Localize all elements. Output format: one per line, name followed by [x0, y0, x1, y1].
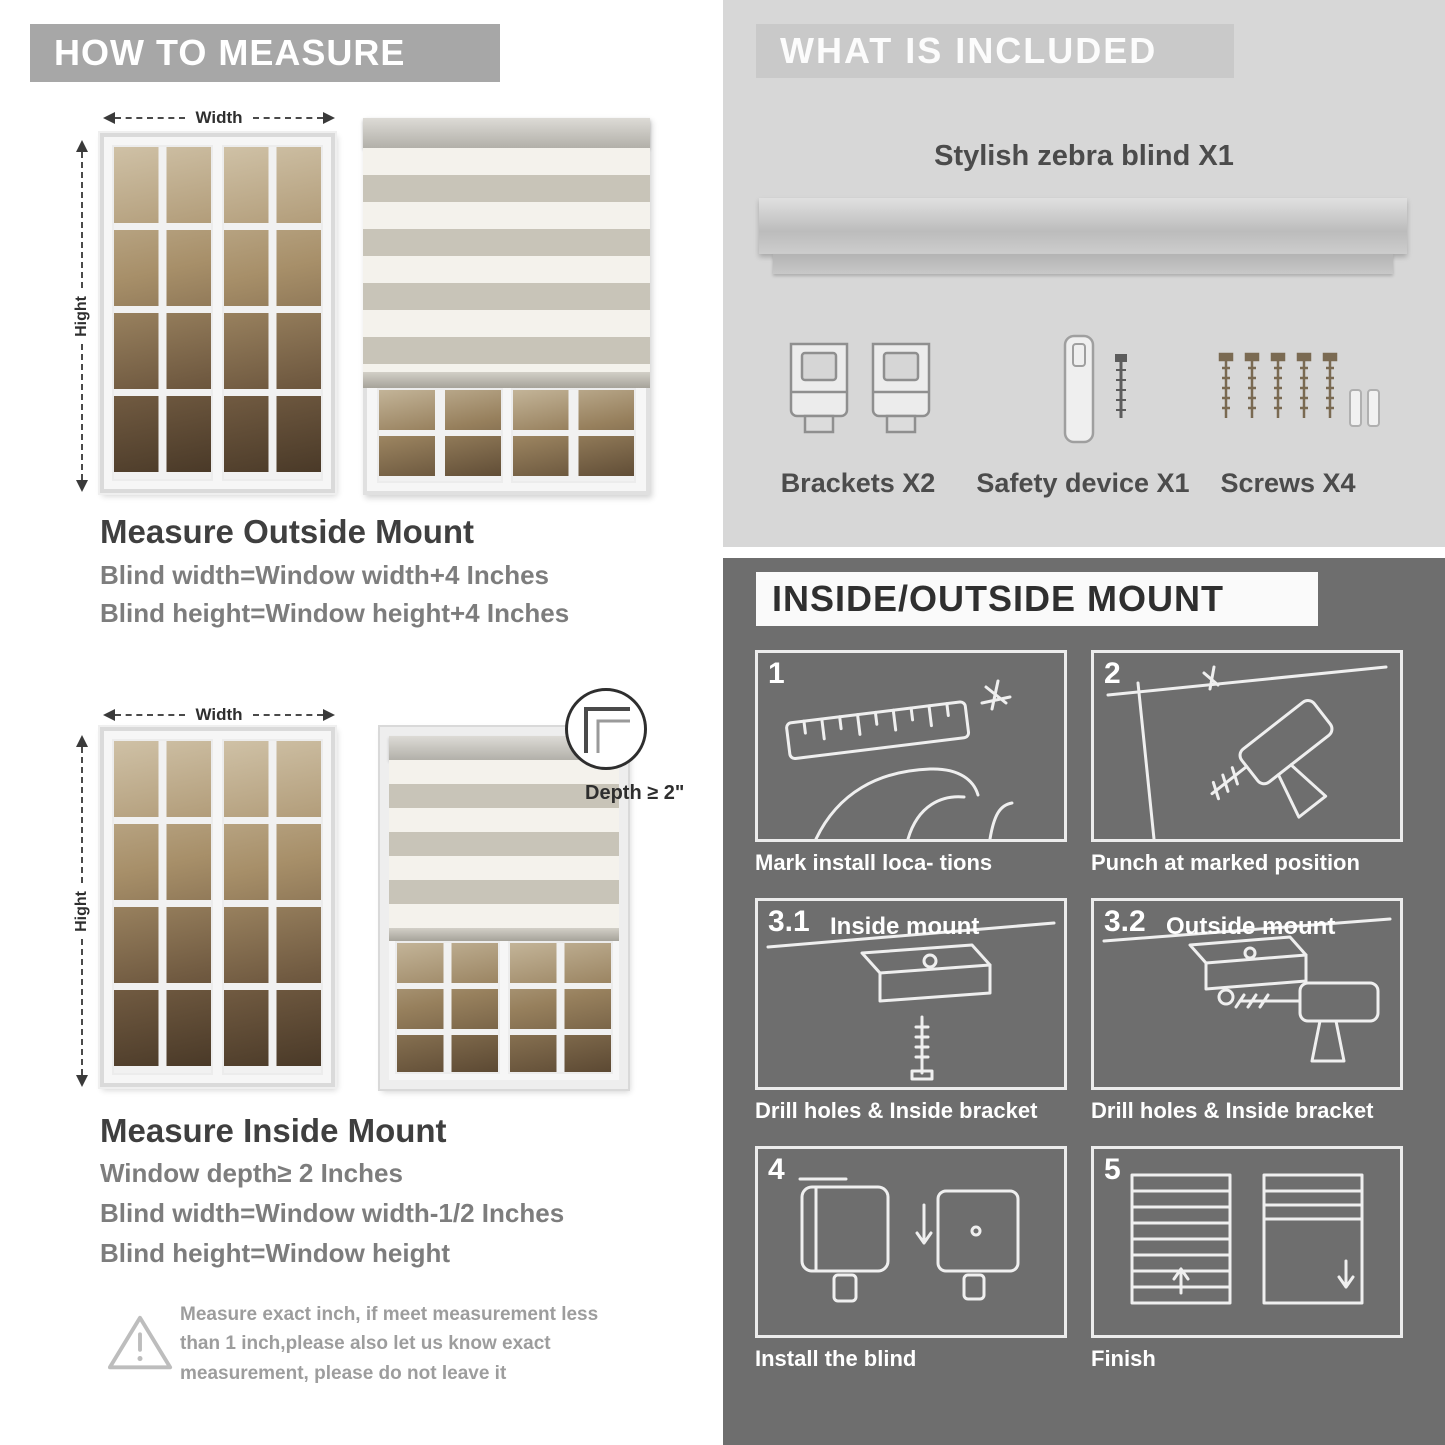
measure-warning-text: Measure exact inch, if meet measurement …	[180, 1304, 599, 1384]
window-below-blind	[389, 941, 619, 1080]
width-label: Width	[195, 705, 243, 724]
step-4-illustration	[798, 1177, 1020, 1303]
arrow-left-icon	[103, 709, 115, 721]
step-number: 2	[1104, 657, 1121, 690]
outside-formula-height: Blind height=Window height+4 Inches	[100, 598, 570, 628]
window-corner-icon	[584, 707, 630, 753]
arrow-right-icon	[323, 112, 335, 124]
step-3-1-illustration	[766, 921, 1056, 1081]
height-label: Hight	[73, 890, 90, 932]
brackets-label: Brackets X2	[780, 468, 936, 498]
step-3-2-caption: Drill holes & Inside bracket	[1091, 1098, 1374, 1123]
window-panel	[222, 145, 323, 481]
blind-headrail-image	[759, 198, 1407, 274]
what-is-included-header: WHAT IS INCLUDED	[756, 24, 1234, 78]
outside-height-arrow: Hight	[73, 140, 90, 492]
step-4-caption: Install the blind	[755, 1346, 917, 1371]
step-3-1-caption: Drill holes & Inside bracket	[755, 1098, 1038, 1123]
window-panel	[222, 739, 323, 1075]
step-mount-type-label: Outside mount	[1166, 913, 1336, 940]
blind-stripes	[363, 148, 650, 372]
screws-icon	[1218, 352, 1380, 427]
stylish-zebra-blind-label: Stylish zebra blind X1	[934, 140, 1234, 172]
window-panel	[112, 739, 213, 1075]
zebra-blind-outside-mount	[363, 118, 650, 495]
depth-detail-circle	[565, 688, 647, 770]
blind-stripes	[389, 760, 619, 928]
arrow-up-icon	[76, 140, 88, 152]
step-3-2-box: 3.2 Outside mount	[1091, 898, 1403, 1090]
what-is-included-panel: WHAT IS INCLUDED Stylish zebra blind X1	[723, 0, 1445, 547]
arrow-up-icon	[76, 735, 88, 747]
inside-outside-mount-header: INSIDE/OUTSIDE MOUNT	[756, 572, 1318, 626]
safety-device-icon	[1063, 334, 1127, 444]
inside-width-arrow: Width	[103, 705, 335, 725]
inside-formula-width: Blind width=Window width-1/2 Inches	[100, 1198, 565, 1228]
inside-outside-mount-panel: INSIDE/OUTSIDE MOUNT 1 Mark install loca…	[723, 558, 1445, 1445]
window-panel	[112, 145, 213, 481]
step-1-illustration	[785, 679, 1014, 839]
blind-headrail-lip	[773, 254, 1393, 274]
step-1-caption: Mark install loca- tions	[755, 850, 993, 875]
arrow-down-icon	[76, 480, 88, 492]
step-number: 3.1	[768, 905, 810, 938]
depth-label: Depth ≥ 2"	[585, 782, 685, 804]
brackets-icon	[789, 342, 931, 434]
blind-bottom-rail	[363, 372, 650, 388]
step-5-box: 5	[1091, 1146, 1403, 1338]
step-3-2-illustration	[1102, 917, 1392, 1063]
step-number: 5	[1104, 1153, 1121, 1186]
window-below-blind	[363, 388, 650, 495]
window-illustration-inside	[100, 727, 335, 1087]
outside-width-arrow: Width	[103, 108, 335, 128]
arrow-right-icon	[323, 709, 335, 721]
screws-label: Screws X4	[1220, 468, 1356, 498]
width-label: Width	[195, 108, 243, 127]
step-2-illustration	[1106, 665, 1388, 839]
blind-cassette	[363, 118, 650, 148]
zebra-blind-inside-mount	[380, 727, 628, 1089]
safety-device-label: Safety device X1	[976, 468, 1190, 498]
step-number: 3.2	[1104, 905, 1146, 938]
step-5-caption: Finish	[1091, 1346, 1156, 1371]
step-2-caption: Punch at marked position	[1091, 850, 1360, 875]
warning-icon	[107, 1315, 173, 1370]
arrow-left-icon	[103, 112, 115, 124]
outside-mount-title: Measure Outside Mount	[100, 513, 475, 550]
step-3-1-box: 3.1 Inside mount	[755, 898, 1067, 1090]
height-label: Hight	[73, 295, 90, 337]
outside-formula-width: Blind width=Window width+4 Inches	[100, 560, 549, 590]
step-number: 4	[768, 1153, 785, 1186]
step-1-box: 1	[755, 650, 1067, 842]
step-5-illustration	[1130, 1173, 1364, 1305]
inside-height-arrow: Hight	[73, 735, 90, 1087]
step-number: 1	[768, 657, 785, 690]
inside-formula-depth: Window depth≥ 2 Inches	[100, 1158, 403, 1188]
inside-mount-title: Measure Inside Mount	[100, 1112, 447, 1149]
blind-bottom-rail	[389, 928, 619, 941]
arrow-down-icon	[76, 1075, 88, 1087]
inside-formula-height: Blind height=Window height	[100, 1238, 450, 1268]
window-illustration-outside	[100, 133, 335, 493]
step-4-box: 4	[755, 1146, 1067, 1338]
how-to-measure-header: HOW TO MEASURE	[30, 24, 500, 82]
step-2-box: 2	[1091, 650, 1403, 842]
step-mount-type-label: Inside mount	[830, 913, 980, 940]
